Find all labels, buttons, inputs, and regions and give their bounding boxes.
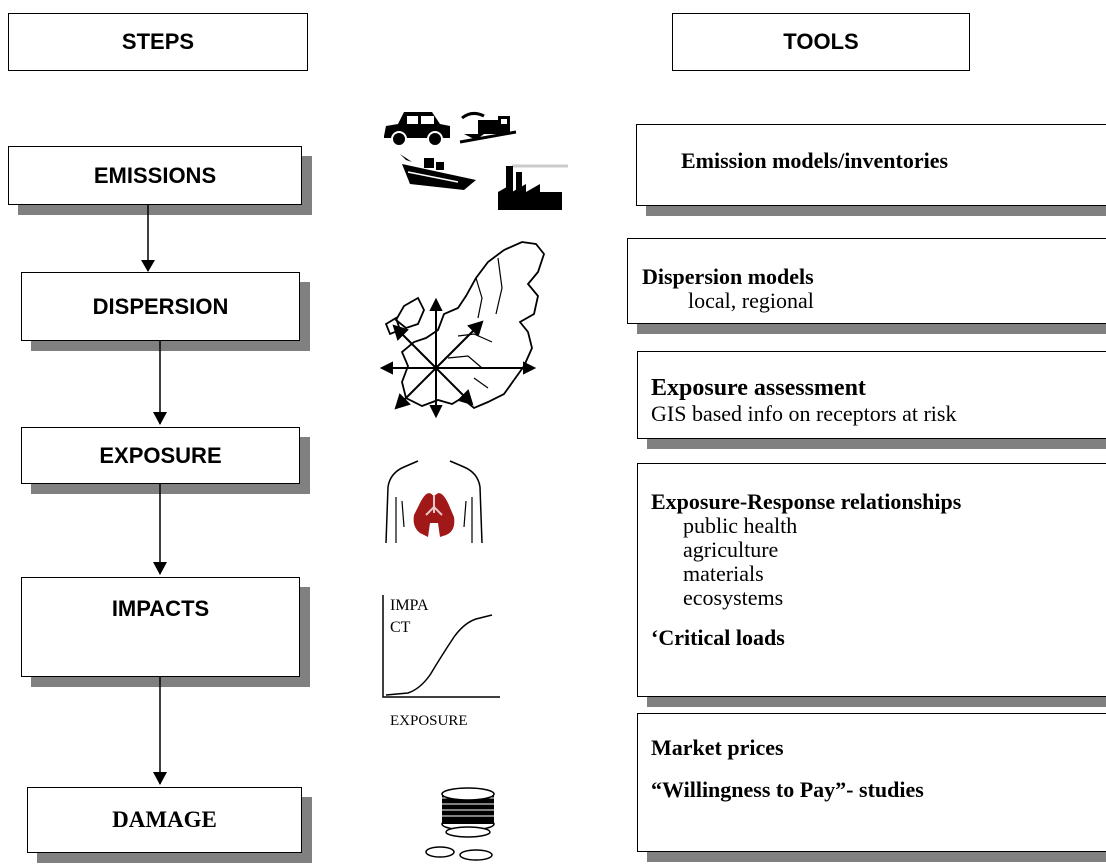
step-damage: DAMAGE [27, 787, 302, 853]
steps-header-label: STEPS [121, 29, 195, 54]
arrowhead-4 [153, 772, 167, 785]
tool-exposure-assessment: Exposure assessment GIS based info on re… [637, 351, 1106, 439]
lungs-torso-icon [385, 460, 483, 544]
tool-dispersion-sub: local, regional [688, 288, 814, 313]
tool-emission-models: Emission models/inventories [636, 124, 1106, 206]
step-emissions-label: EMISSIONS [93, 162, 217, 188]
step-dispersion-label: DISPERSION [92, 293, 229, 319]
tool-willingness-to-pay: “Willingness to Pay”- studies [651, 777, 924, 802]
tool-response-item: agriculture [683, 537, 779, 562]
tool-critical-loads: ‘Critical loads [651, 625, 785, 650]
tool-exposure-title: Exposure assessment [651, 375, 866, 401]
arrowhead-1 [141, 260, 155, 272]
impact-curve [385, 614, 493, 696]
step-exposure: EXPOSURE [21, 427, 300, 484]
tool-response-title: Exposure-Response relationships [651, 489, 962, 514]
tool-exposure-response: Exposure-Response relationships public h… [637, 463, 1106, 697]
step-impacts-label: IMPACTS [111, 596, 210, 621]
impact-ylabel-1: IMPA [390, 597, 429, 614]
steps-header: STEPS [8, 13, 308, 71]
tools-header: TOOLS [672, 13, 970, 71]
car-icon [384, 112, 450, 147]
tool-market-prices: Market prices [651, 735, 784, 760]
step-emissions: EMISSIONS [8, 146, 302, 205]
tool-emission-title: Emission models/inventories [681, 148, 949, 173]
coins-icon [425, 787, 495, 861]
ship-icon [400, 154, 476, 190]
impact-xlabel: EXPOSURE [390, 713, 468, 729]
europe-map-icon [379, 241, 546, 419]
tool-response-item: public health [683, 513, 798, 538]
step-exposure-label: EXPOSURE [99, 442, 222, 468]
train-icon [459, 111, 517, 144]
arrowhead-3 [153, 562, 167, 575]
tools-header-label: TOOLS [783, 29, 859, 54]
impact-ylabel-2: CT [390, 619, 411, 636]
step-dispersion: DISPERSION [21, 272, 300, 341]
factory-icon [498, 164, 568, 210]
arrowhead-2 [153, 412, 167, 425]
step-damage-label: DAMAGE [112, 807, 217, 832]
tool-valuation: Market prices “Willingness to Pay”- stud… [637, 713, 1106, 852]
step-impacts: IMPACTS [21, 577, 300, 677]
impact-curve-graph [382, 595, 500, 698]
tool-dispersion-title: Dispersion models [642, 264, 814, 289]
tool-response-item: ecosystems [683, 585, 784, 610]
tool-exposure-sub: GIS based info on receptors at risk [651, 401, 957, 426]
tool-response-item: materials [683, 561, 764, 586]
tool-dispersion-models: Dispersion models local, regional [627, 238, 1106, 324]
